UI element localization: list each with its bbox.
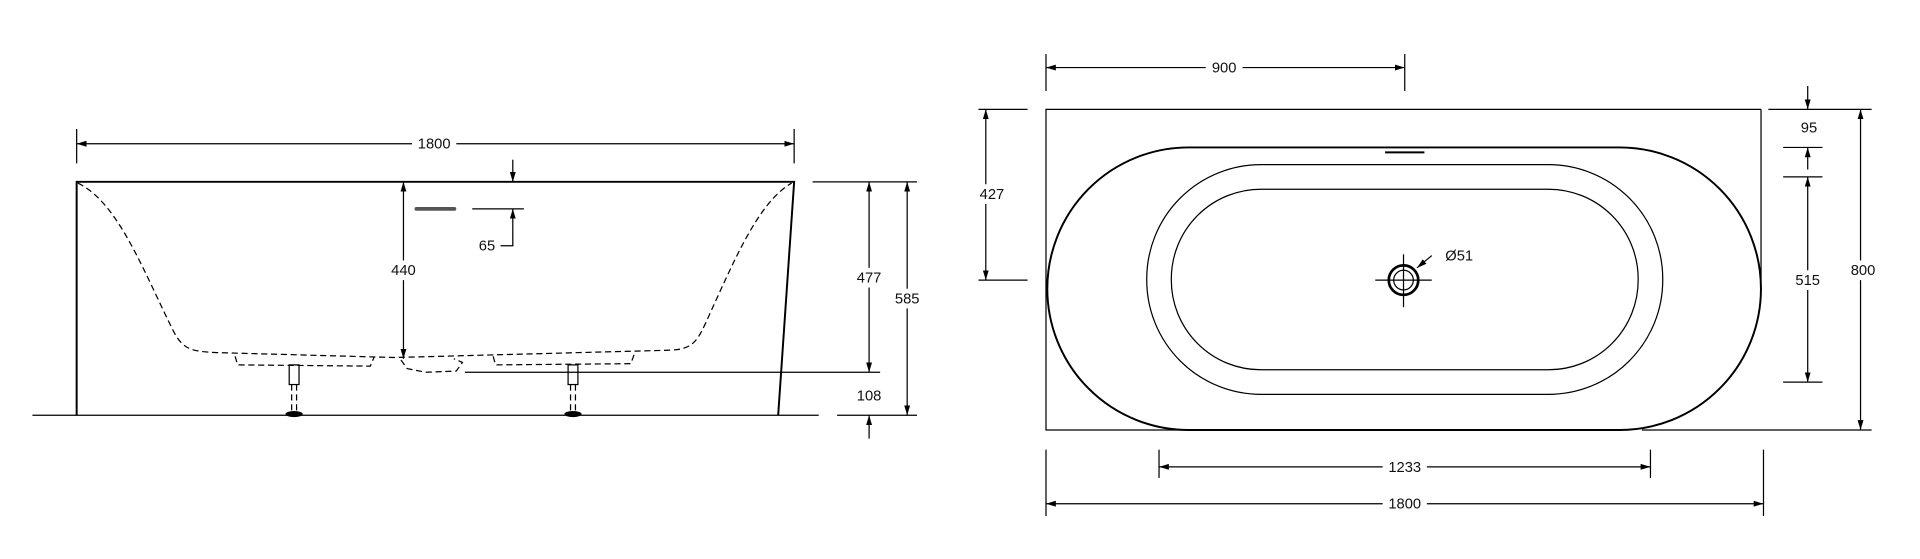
side-view: 1800 65 440 477 585 108 (32, 129, 925, 439)
dim-drain-x-label: 900 (1212, 60, 1237, 76)
waste-trap (400, 358, 464, 373)
drain-diameter-label: Ø51 (1445, 248, 1473, 264)
inner-basin-profile (77, 182, 792, 359)
dim-total-width-label: 800 (1851, 263, 1876, 279)
support-frame-right (492, 353, 636, 366)
outer-rim (1046, 146, 1762, 431)
dim-length-label: 1800 (418, 137, 451, 153)
support-frame-left (234, 356, 375, 367)
dim-total-length-label: 1800 (1388, 497, 1421, 513)
foot-left (285, 364, 303, 418)
dim-drain-y-label: 427 (980, 187, 1005, 203)
dim-inner-width-label: 515 (1795, 273, 1820, 289)
inner-basin (1170, 188, 1639, 371)
dim-rim-label: 477 (857, 271, 882, 287)
overflow-slot (414, 207, 457, 211)
top-view: Ø51 900 427 95 515 800 1233 (974, 54, 1882, 516)
dim-inner-length-label: 1233 (1388, 460, 1421, 476)
dim-base-label: 108 (857, 389, 882, 405)
foot-right (564, 364, 582, 418)
dim-rim-width-label: 95 (1801, 121, 1817, 137)
dim-overflow-label: 65 (479, 239, 495, 255)
dim-height-label: 585 (895, 291, 920, 307)
middle-contour (1146, 164, 1664, 395)
dim-depth-label: 440 (391, 263, 416, 279)
tub-outline (75, 180, 796, 416)
drain-icon (1375, 254, 1432, 308)
